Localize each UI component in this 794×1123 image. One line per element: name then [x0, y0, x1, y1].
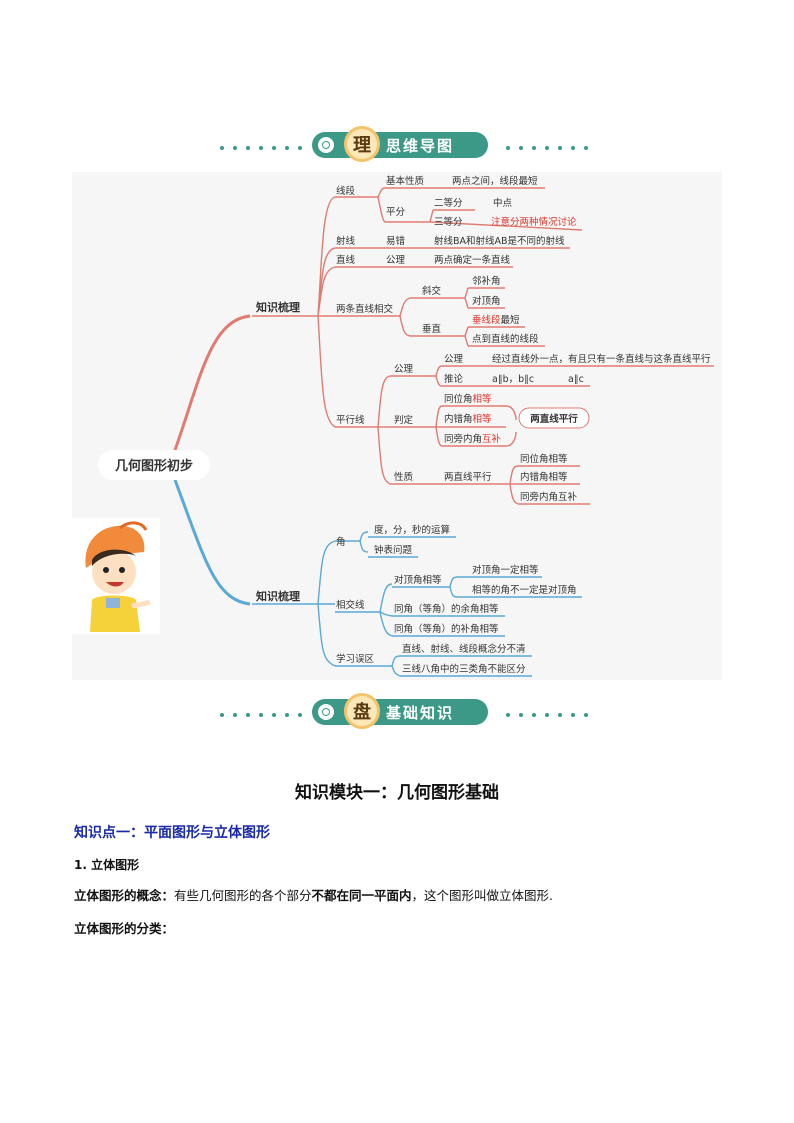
node-j1-b: 相等 — [473, 393, 493, 405]
node-j2-b: 相等 — [473, 413, 493, 425]
concept-text-b: 不都在同一平面内 — [311, 888, 412, 903]
node-bisect: 平分 — [386, 207, 406, 218]
cartoon-boy-icon — [72, 518, 160, 634]
node-basic: 基本性质 — [386, 175, 425, 187]
node-adjacent: 邻补角 — [472, 275, 501, 287]
node-j1-a: 同位角 — [444, 393, 473, 405]
banner-dots-left — [220, 146, 302, 150]
node-par-axiom: 公理 — [394, 364, 414, 375]
node-line: 直线 — [336, 254, 356, 266]
target-icon — [318, 137, 334, 153]
mindmap-banner: 理 思维导图 — [0, 126, 794, 168]
mind-map: 几何图形初步 知识梳理 知识梳理 线段 基本性质 两点之间，线段最短 平分 二等… — [72, 175, 714, 677]
node-par-axiom-label: 公理 — [444, 354, 464, 365]
banner-title: 思维导图 — [386, 137, 455, 155]
subsection-title: 1. 立体图形 — [74, 858, 140, 872]
node-v1: 对顶角一定相等 — [472, 564, 539, 576]
branch-upper: 知识梳理 — [255, 300, 300, 314]
banner-dots-left — [220, 713, 302, 717]
node-supp: 同角（等角）的补角相等 — [394, 623, 499, 635]
node-three-eq: 三等分 — [434, 216, 463, 228]
node-parallel: 平行线 — [336, 414, 365, 426]
node-m1: 直线、射线、线段概念分不清 — [402, 643, 526, 655]
svg-text:内错角相等: 内错角相等 — [444, 413, 492, 425]
node-perp: 垂直 — [422, 323, 442, 335]
node-two-parallel: 两直线平行 — [444, 471, 492, 483]
node-j2-a: 内错角 — [444, 413, 473, 425]
node-two-parallel-box: 两直线平行 — [530, 413, 578, 425]
banner-dots-right — [506, 713, 588, 717]
node-m2: 三线八角中的三类角不能区分 — [402, 663, 526, 675]
node-angle-2: 钟表问题 — [374, 544, 413, 556]
module-title: 知识模块一：几何图形基础 — [295, 783, 499, 803]
node-angle-1: 度，分，秒的运算 — [374, 524, 450, 536]
branch-lower: 知识梳理 — [255, 589, 300, 603]
node-comp: 同角（等角）的余角相等 — [394, 603, 499, 615]
node-corollary: 推论 — [444, 373, 464, 385]
node-ray-note: 射线BA和射线AB是不同的射线 — [434, 235, 565, 247]
node-perp-red: 垂线段 — [472, 314, 501, 326]
banner-badge: 盘 — [344, 693, 380, 729]
knowledge-banner: 盘 基础知识 — [0, 693, 794, 735]
node-mistakes: 学习误区 — [336, 653, 375, 665]
node-point-dist: 点到直线的线段 — [472, 333, 539, 345]
root-node: 几何图形初步 — [115, 458, 193, 474]
node-basic-note: 两点之间，线段最短 — [452, 175, 538, 187]
node-v2: 相等的角不一定是对顶角 — [472, 584, 577, 596]
node-cor-1: a∥b，b∥c — [492, 374, 534, 385]
node-three-note: 注意分两种情况讨论 — [491, 216, 577, 228]
banner-dots-right — [506, 146, 588, 150]
node-segment: 线段 — [336, 185, 356, 197]
node-intersect: 两条直线相交 — [336, 303, 394, 315]
classification-label: 立体图形的分类： — [74, 921, 175, 936]
node-cross-lines: 相交线 — [336, 599, 365, 611]
node-p2: 内错角相等 — [520, 471, 568, 483]
node-ray: 射线 — [336, 235, 356, 247]
svg-text:同旁内角互补: 同旁内角互补 — [444, 433, 502, 445]
target-icon — [318, 704, 334, 720]
node-cor-2: a∥c — [568, 374, 584, 385]
concept-label: 立体图形的概念： — [74, 888, 175, 903]
node-midpoint: 中点 — [493, 197, 513, 209]
banner-badge: 理 — [344, 126, 380, 162]
node-j3-b: 互补 — [482, 433, 502, 445]
svg-text:同位角相等: 同位角相等 — [444, 393, 492, 405]
node-vertical-angle: 对顶角 — [472, 295, 501, 307]
node-angle: 角 — [336, 536, 346, 548]
node-two-eq: 二等分 — [434, 197, 463, 209]
node-par-axiom-note: 经过直线外一点，有且只有一条直线与这条直线平行 — [492, 353, 711, 365]
node-line-axiom: 公理 — [386, 255, 406, 266]
concept-text-c: ，这个图形叫做立体图形. — [411, 888, 554, 903]
node-perp-rest: 最短 — [501, 314, 521, 326]
node-vert-equal: 对顶角相等 — [394, 574, 442, 586]
knowledge-point-title: 知识点一：平面图形与立体图形 — [74, 825, 270, 841]
node-ray-easy: 易错 — [386, 235, 406, 247]
banner-pill — [312, 699, 488, 725]
banner-title: 基础知识 — [386, 704, 455, 722]
concept-paragraph: 立体图形的概念：有些几何图形的各个部分不都在同一平面内，这个图形叫做立体图形. — [74, 885, 553, 904]
node-p1: 同位角相等 — [520, 453, 568, 465]
concept-text-a: 有些几何图形的各个部分 — [174, 888, 312, 903]
node-line-note: 两点确定一条直线 — [434, 254, 511, 266]
banner-pill — [312, 132, 488, 158]
node-property: 性质 — [394, 471, 414, 483]
node-judge: 判定 — [394, 414, 414, 426]
svg-text:垂线段最短: 垂线段最短 — [472, 314, 520, 326]
node-j3-a: 同旁内角 — [444, 433, 482, 445]
node-oblique: 斜交 — [422, 285, 442, 297]
node-p3: 同旁内角互补 — [520, 491, 578, 503]
